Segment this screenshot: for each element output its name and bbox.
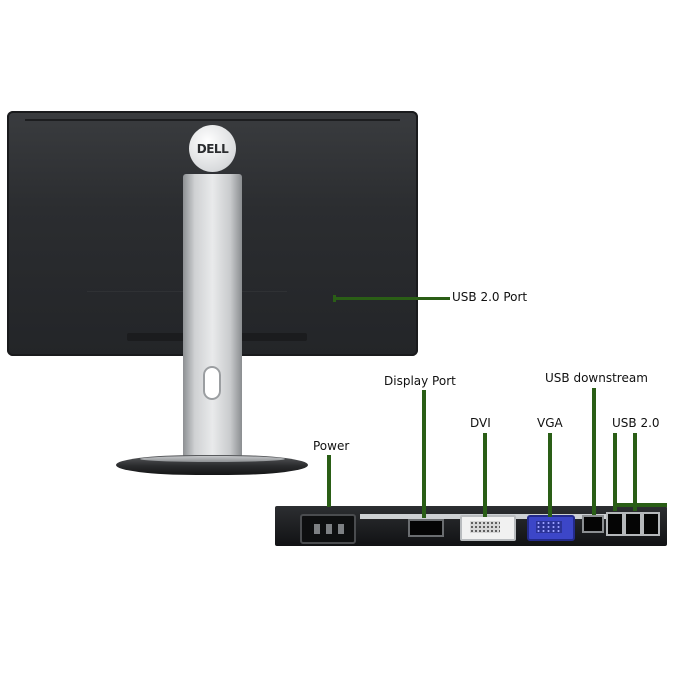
usb-downstream-callout-line bbox=[592, 388, 596, 515]
vga-port bbox=[527, 515, 575, 541]
vga-callout-line bbox=[548, 433, 552, 517]
power-pin-left bbox=[314, 524, 320, 534]
dell-logo: DELL bbox=[189, 125, 236, 172]
monitor-top-rim bbox=[25, 119, 400, 121]
usb-2-port-2 bbox=[624, 512, 642, 536]
monitor-stand-neck bbox=[183, 174, 242, 462]
usb-downstream-port bbox=[582, 515, 604, 533]
usb-2-port-1 bbox=[606, 512, 624, 536]
usb-side-callout-line bbox=[333, 297, 450, 300]
usb-2-callout-line-2 bbox=[633, 433, 637, 511]
usb-downstream-label: USB downstream bbox=[545, 371, 648, 385]
monitor-stand-base-top bbox=[140, 456, 285, 462]
usb-side-callout-tick bbox=[333, 295, 336, 302]
usb-2-label: USB 2.0 bbox=[612, 416, 660, 430]
usb-2-port-label: USB 2.0 Port bbox=[452, 290, 528, 304]
dvi-pins bbox=[470, 521, 500, 533]
display-port-callout-line bbox=[422, 390, 426, 518]
power-pin-center bbox=[326, 524, 332, 534]
dvi-port bbox=[460, 515, 516, 541]
power-label: Power bbox=[313, 439, 350, 453]
power-port bbox=[300, 514, 356, 544]
power-pin-right bbox=[338, 524, 344, 534]
dvi-label: DVI bbox=[470, 416, 491, 430]
usb-2-port-3 bbox=[642, 512, 660, 536]
cable-management-slot bbox=[203, 366, 221, 400]
vga-label: VGA bbox=[537, 416, 563, 430]
vga-pins bbox=[536, 521, 562, 533]
power-callout-line bbox=[327, 455, 331, 507]
display-port-label: Display Port bbox=[384, 374, 456, 388]
dvi-callout-line bbox=[483, 433, 487, 517]
usb-2-callout-line-1 bbox=[613, 433, 617, 511]
display-port bbox=[408, 519, 444, 537]
usb-2-callout-bracket bbox=[613, 503, 667, 507]
